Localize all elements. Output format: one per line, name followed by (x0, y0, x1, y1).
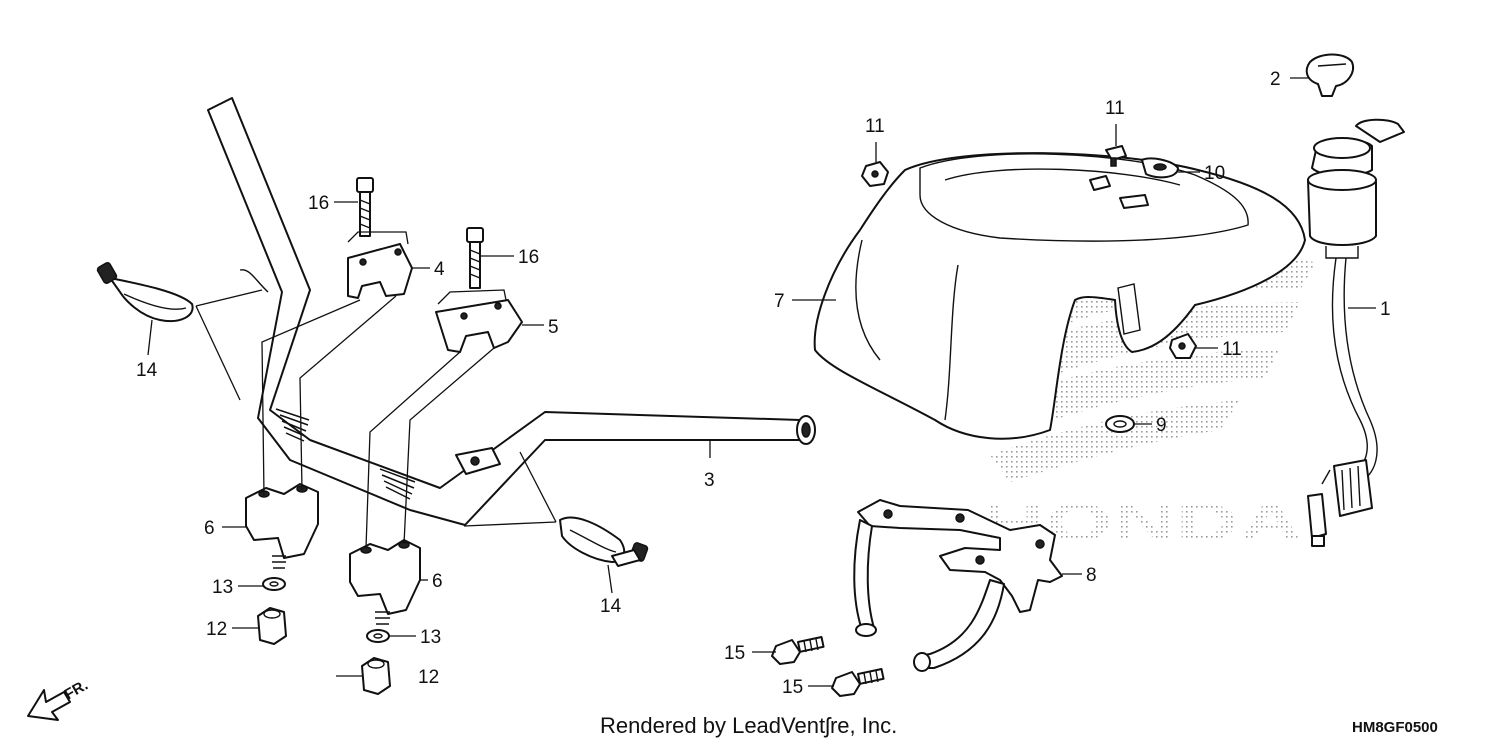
diagram-code: HM8GF0500 (1352, 719, 1438, 736)
bolt-16-right (466, 227, 484, 289)
nut-12-left (257, 607, 287, 645)
lower-holder-6-left (245, 483, 319, 569)
callout-14-right: 14 (600, 596, 622, 617)
clip-11-right (1169, 333, 1197, 359)
callout-16-right: 16 (518, 247, 539, 268)
bolt-16-left (356, 177, 374, 237)
cable-band-14-left (96, 262, 194, 322)
nut-12-right (361, 657, 391, 695)
clip-11-left (861, 161, 889, 187)
callout-5: 5 (548, 317, 559, 338)
callout-11-left: 11 (865, 116, 885, 137)
callout-14-left: 14 (136, 360, 158, 381)
callout-13-right: 13 (420, 627, 441, 648)
washer-13-right (366, 629, 390, 643)
upper-holder-5 (435, 299, 523, 353)
callout-15-lower: 15 (782, 677, 803, 698)
handlebar (207, 97, 816, 526)
callout-12-right: 12 (418, 667, 439, 688)
callout-11-right: 11 (1222, 339, 1242, 360)
callout-9: 9 (1156, 415, 1167, 436)
callout-8: 8 (1086, 565, 1097, 586)
bolt-15-lower (831, 668, 885, 697)
callout-6-left: 6 (204, 518, 215, 539)
headlight-cover-7 (813, 152, 1306, 440)
callout-1: 1 (1380, 299, 1391, 320)
callout-13-left: 13 (212, 577, 233, 598)
callout-15-upper: 15 (724, 643, 745, 664)
callout-12-left: 12 (206, 619, 227, 640)
callout-labels: 1 2 3 4 5 6 6 7 8 9 10 11 11 11 12 12 13… (136, 69, 1391, 698)
grommet-10 (1141, 157, 1179, 179)
cable-band-14-right (559, 516, 649, 567)
callout-6-right: 6 (432, 571, 443, 592)
front-direction-arrow: FR. (27, 677, 91, 721)
leader-lines (147, 77, 1376, 687)
callout-11-top: 11 (1105, 98, 1125, 119)
callout-4: 4 (434, 259, 445, 280)
upper-holder-4 (347, 243, 413, 299)
ignition-switch-1 (1307, 118, 1405, 547)
lower-holder-6-right (349, 539, 421, 625)
bolt-15-upper (771, 636, 825, 665)
render-credit: Rendered by LeadVentʃre, Inc. (600, 713, 897, 738)
callout-16-left: 16 (308, 193, 329, 214)
callout-7: 7 (774, 291, 785, 312)
clip-11-top (1105, 145, 1127, 167)
rubber-9 (1105, 415, 1135, 433)
callout-10: 10 (1204, 163, 1225, 184)
washer-13-left (262, 577, 286, 591)
key-2 (1305, 53, 1354, 97)
callout-3: 3 (704, 470, 715, 491)
callout-2: 2 (1270, 69, 1281, 90)
stay-bracket-8 (853, 499, 1063, 672)
